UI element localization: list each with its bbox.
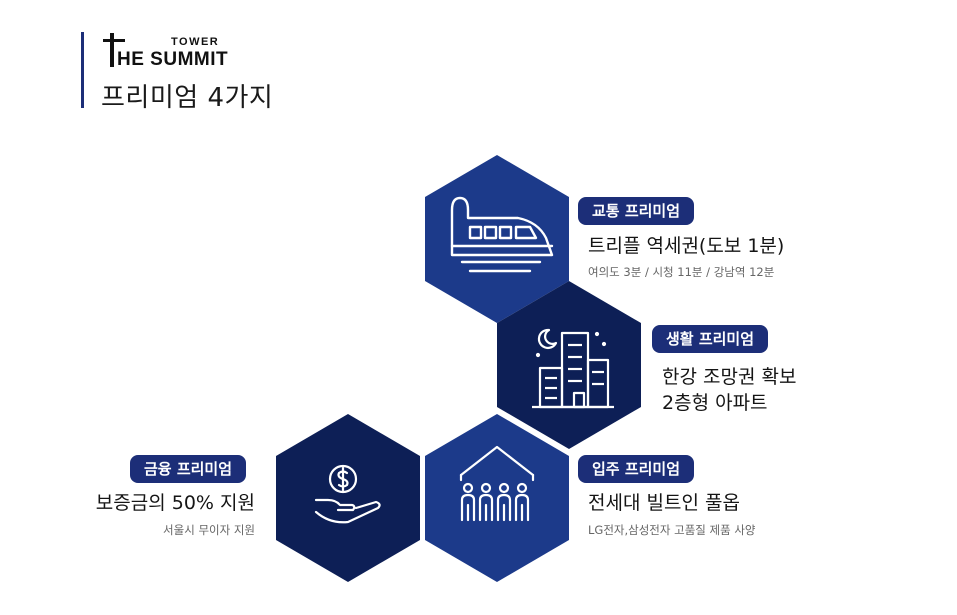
hexagon-finance <box>276 414 420 582</box>
transport-sub-text: 여의도 3분 / 시청 11분 / 강남역 12분 <box>588 265 775 279</box>
people-house-icon <box>459 445 535 522</box>
logo: TOWER HE SUMMIT <box>101 33 231 70</box>
transport-main-text: 트리플 역세권(도보 1분) <box>588 235 785 257</box>
hexagon-movein <box>425 414 569 582</box>
living-main-text: 한강 조망권 확보 <box>662 366 797 388</box>
badge-living: 생활 프리미엄 <box>652 325 769 353</box>
logo-main-text: HE SUMMIT <box>117 49 228 69</box>
badge-finance: 금융 프리미엄 <box>130 455 247 483</box>
city-night-icon <box>532 328 614 409</box>
page-title: 프리미엄 4가지 <box>101 83 274 113</box>
badge-movein: 입주 프리미엄 <box>578 455 695 483</box>
finance-main-text: 보증금의 50% 지원 <box>95 492 255 514</box>
logo-top-text: TOWER <box>171 36 219 48</box>
finance-sub-text: 서울시 무이자 지원 <box>163 523 255 537</box>
movein-sub-text: LG전자,삼성전자 고품질 제품 사양 <box>588 523 756 537</box>
train-icon <box>450 196 554 273</box>
living-main-text-2: 2층형 아파트 <box>662 392 768 414</box>
header-accent-bar <box>81 32 84 108</box>
badge-transport: 교통 프리미엄 <box>578 197 695 225</box>
money-hand-icon <box>314 464 381 524</box>
movein-main-text: 전세대 빌트인 풀옵 <box>588 492 740 514</box>
